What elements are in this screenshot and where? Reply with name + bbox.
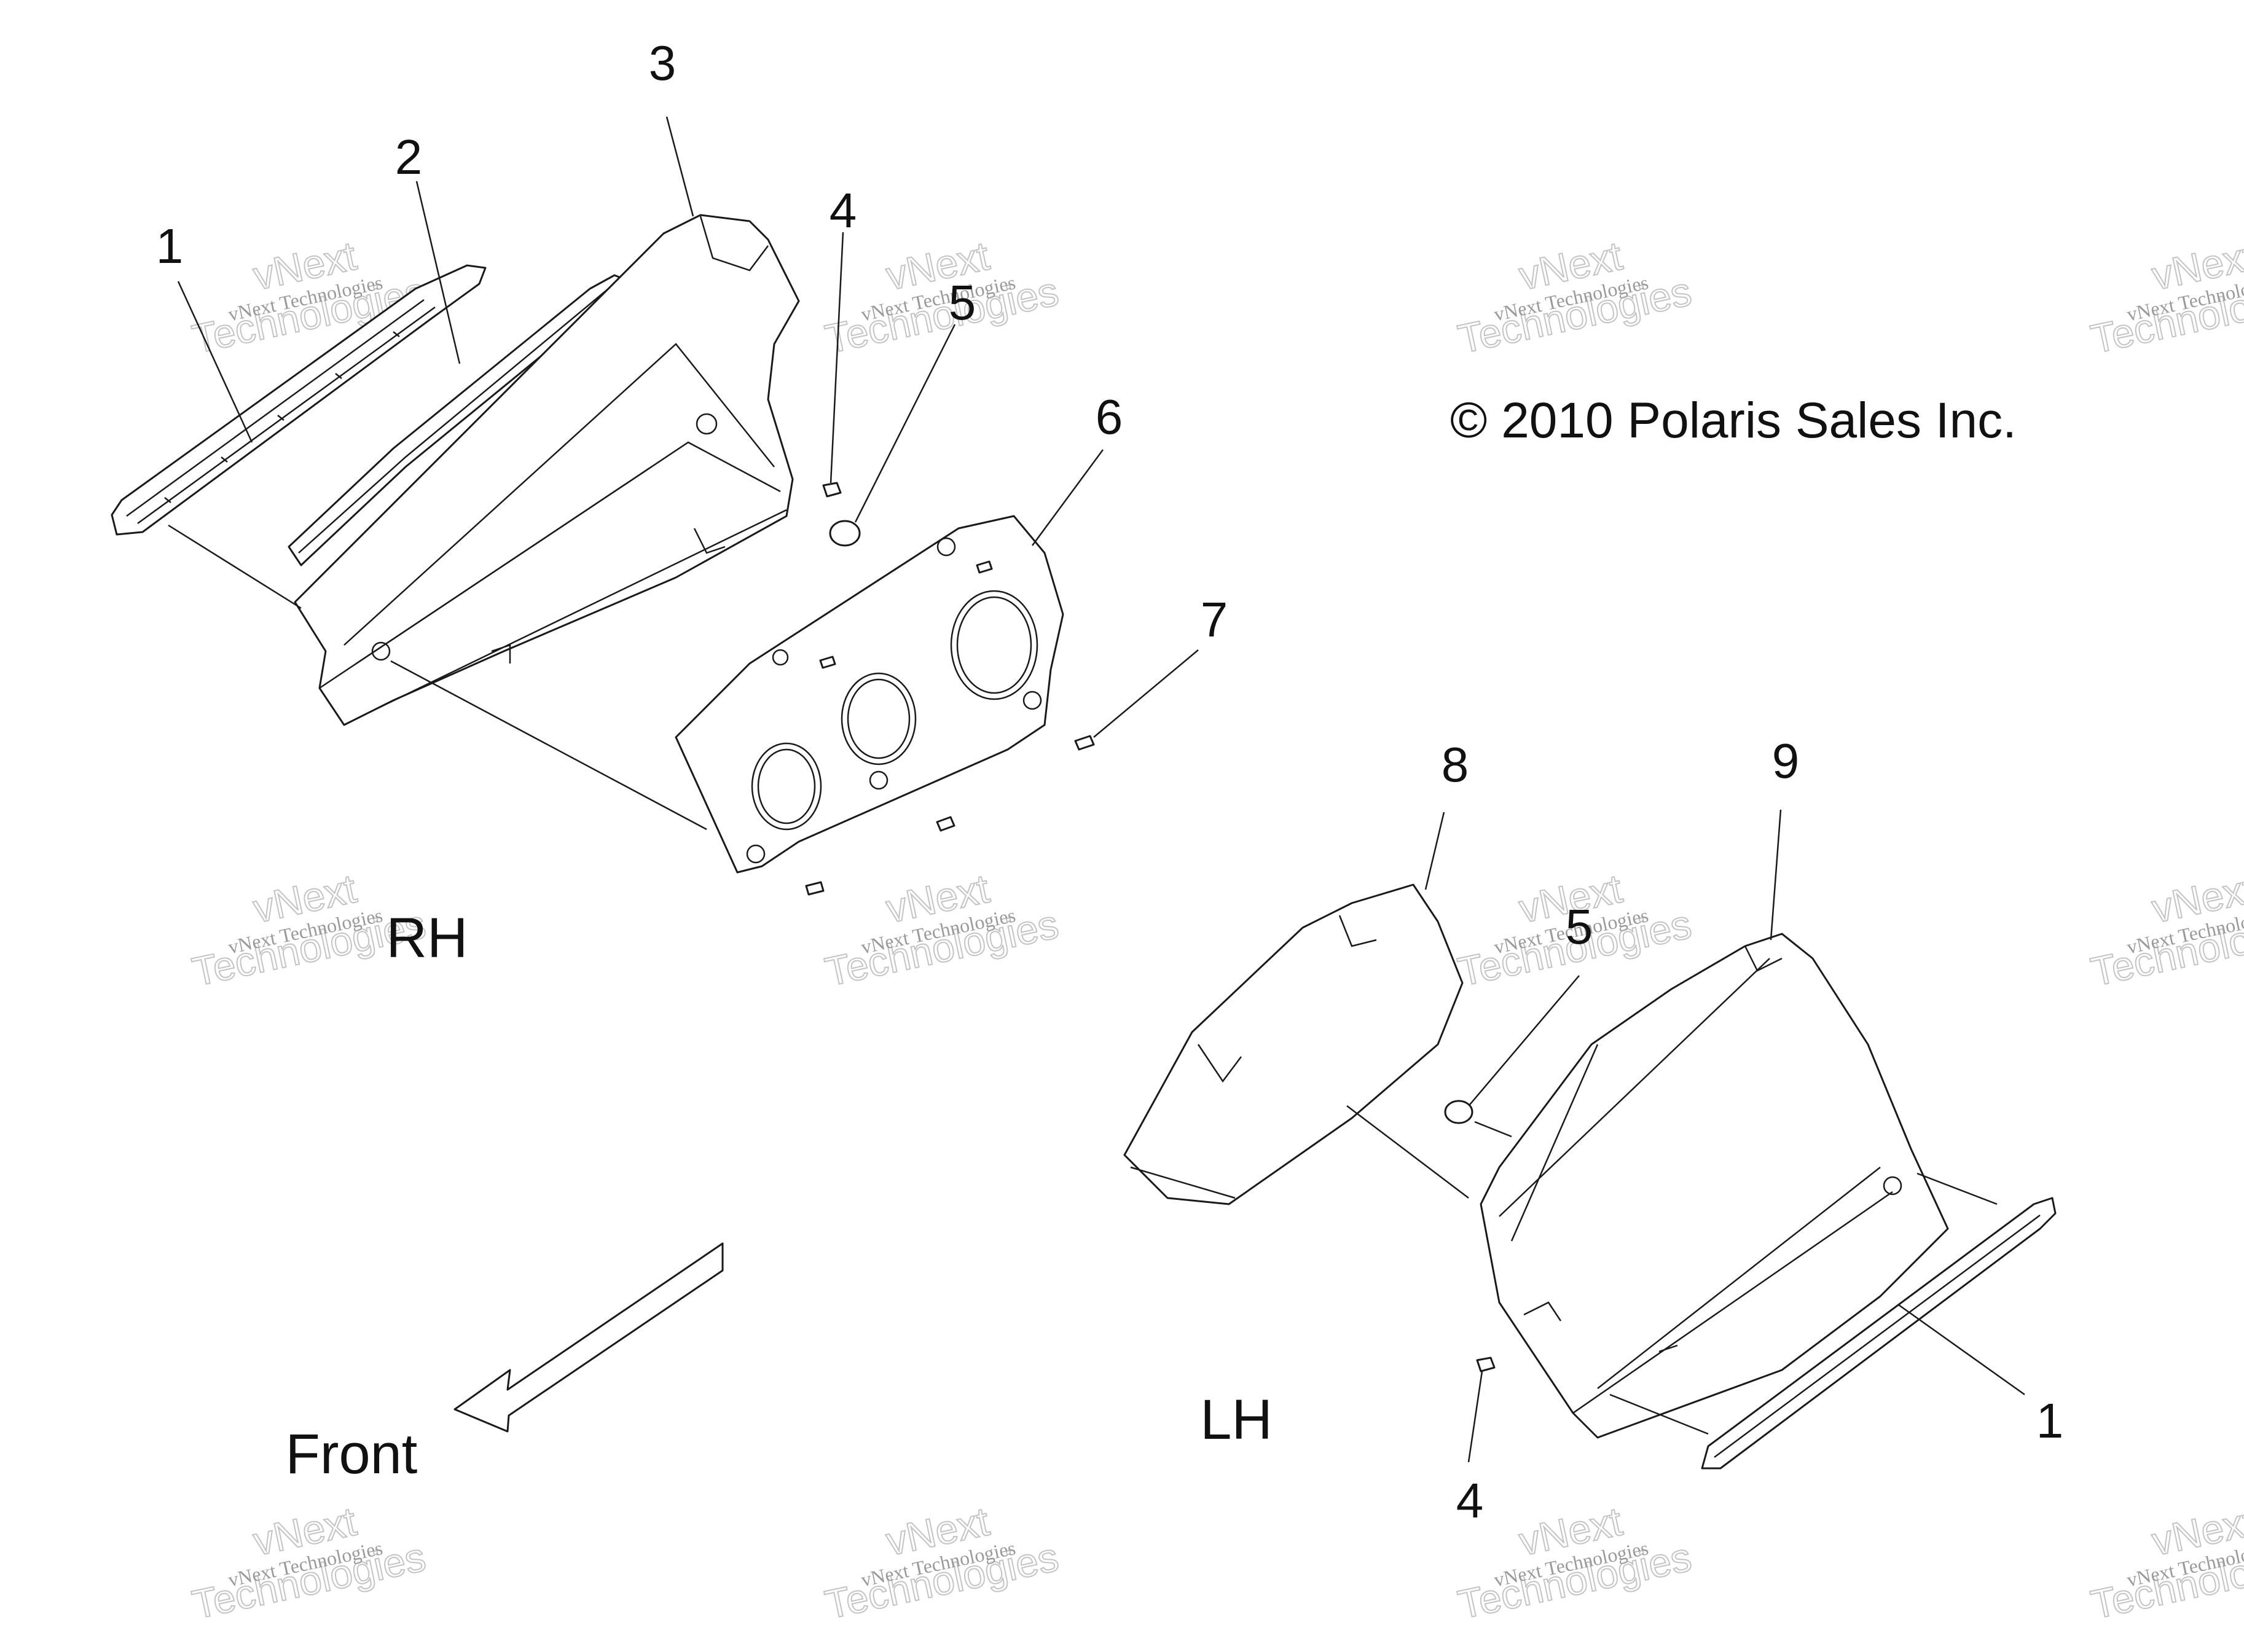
callout-rh-1: 1 — [156, 219, 184, 273]
callout-lh-8: 8 — [1442, 737, 1469, 792]
rh-part-1-bezel-strip — [111, 264, 487, 536]
lh-part-4-screw — [1476, 1356, 1496, 1372]
lh-part-9-housing — [1480, 933, 1949, 1439]
side-label-lh: LH — [1200, 1388, 1273, 1451]
callout-rh-4: 4 — [830, 183, 857, 238]
callout-lh-1: 1 — [2036, 1393, 2064, 1448]
rh-assembly — [111, 214, 1095, 896]
callout-lh-5: 5 — [1566, 899, 1593, 954]
lh-part-5-grommet — [1444, 1100, 1473, 1124]
lh-part-1-bezel-strip — [1701, 1197, 2057, 1470]
side-label-rh: RH — [386, 907, 468, 969]
lh-assembly — [1123, 883, 2057, 1470]
callout-rh-3: 3 — [649, 36, 677, 90]
rh-part-6-gauge-panel — [675, 515, 1064, 874]
rh-part-3-housing — [294, 214, 800, 726]
callout-rh-5: 5 — [949, 275, 976, 330]
callout-labels: 1 2 3 4 5 6 7 8 9 5 4 1 — [156, 36, 2064, 1528]
rh-part-4-screw — [822, 482, 842, 498]
callout-rh-7: 7 — [1201, 592, 1228, 647]
copyright-notice: © 2010 Polaris Sales Inc. — [1450, 393, 2017, 448]
rh-part-7-screws — [805, 560, 1095, 896]
lh-part-8-gauge-cover — [1123, 883, 1464, 1205]
callout-lh-9: 9 — [1772, 734, 1800, 788]
front-label: Front — [286, 1423, 418, 1486]
callout-rh-6: 6 — [1096, 390, 1123, 444]
callout-rh-2: 2 — [395, 130, 423, 184]
callout-leaders — [177, 116, 2025, 1463]
rh-part-5-grommet — [829, 520, 861, 547]
callout-lh-4: 4 — [1456, 1473, 1484, 1528]
front-direction-arrow — [453, 1242, 724, 1433]
